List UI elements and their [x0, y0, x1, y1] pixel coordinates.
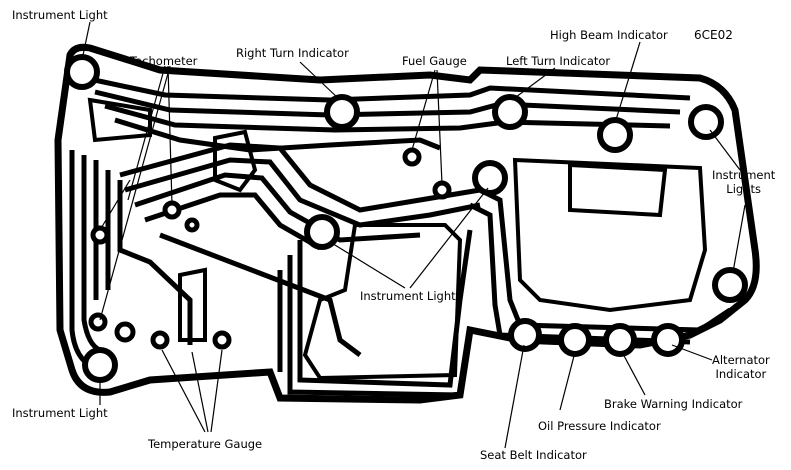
label-seat-belt-indicator: Seat Belt Indicator — [480, 448, 587, 462]
label-right-turn-indicator: Right Turn Indicator — [236, 46, 349, 60]
figure-code: 6CE02 — [694, 28, 733, 42]
socket-instrument-light-top — [64, 54, 100, 90]
traces-top — [84, 75, 691, 153]
label-brake-warning-indicator: Brake Warning Indicator — [604, 397, 743, 411]
socket-instrument-light-right-1 — [688, 104, 724, 140]
label-instrument-light-top: Instrument Light — [12, 8, 108, 22]
label-oil-pressure-indicator: Oil Pressure Indicator — [538, 419, 661, 433]
lamp-sockets — [64, 54, 748, 383]
label-instrument-lights-right: Instrument Lights — [712, 168, 776, 196]
socket-instrument-light-mid — [472, 160, 508, 196]
socket-brake-warning — [603, 323, 637, 357]
socket-alternator — [651, 323, 685, 357]
label-alternator-indicator: Alternator Indicator — [712, 353, 770, 381]
socket-left-turn — [492, 94, 528, 130]
label-fuel-gauge: Fuel Gauge — [402, 54, 467, 68]
socket-instrument-light-bottom — [82, 347, 118, 383]
socket-oil-pressure — [558, 323, 592, 357]
socket-instrument-light-right-2 — [712, 267, 748, 303]
socket-high-beam — [597, 117, 633, 153]
socket-right-turn — [324, 94, 360, 130]
label-instrument-light-bottom: Instrument Light — [12, 406, 108, 420]
socket-instrument-lights-center — [304, 214, 340, 250]
label-left-turn-indicator: Left Turn Indicator — [506, 54, 611, 68]
label-instrument-lights-center: Instrument Lights — [360, 289, 462, 303]
label-high-beam-indicator: High Beam Indicator — [550, 28, 668, 42]
label-temperature-gauge: Temperature Gauge — [148, 437, 263, 451]
label-tachometer: Tachometer — [130, 54, 198, 68]
board-cutouts — [87, 97, 708, 381]
board-outline — [54, 43, 760, 404]
leader-lines — [81, 21, 746, 449]
socket-seat-belt — [508, 318, 542, 352]
terminal-pins — [88, 147, 452, 350]
